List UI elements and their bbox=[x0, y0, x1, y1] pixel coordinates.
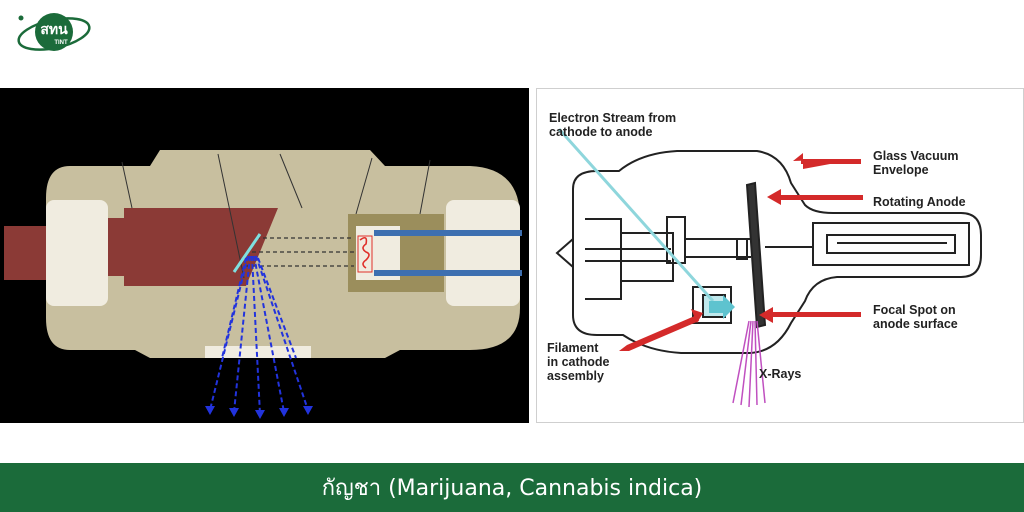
label-focal-spot: Focal Spot on anode surface bbox=[873, 303, 958, 331]
label-xrays: X-Rays bbox=[759, 367, 802, 381]
logo-sub-text: TINT bbox=[54, 40, 68, 46]
caption-bar: กัญชา (Marijuana, Cannabis indica) bbox=[0, 463, 1024, 512]
label-filament: Filament in cathode assembly bbox=[547, 341, 610, 383]
label-electron-stream: Electron Stream from cathode to anode bbox=[549, 111, 677, 139]
logo-main-text: สทน bbox=[40, 22, 68, 38]
xray-tube-illustration bbox=[0, 88, 529, 423]
labeled-xray-tube-schematic: Electron Stream from cathode to anode Gl… bbox=[536, 88, 1024, 423]
tint-logo: สทน TINT bbox=[14, 6, 98, 58]
caption-text: กัญชา (Marijuana, Cannabis indica) bbox=[321, 476, 703, 501]
label-glass-envelope: Glass Vacuum Envelope bbox=[873, 149, 959, 177]
label-rotating-anode: Rotating Anode bbox=[873, 195, 966, 209]
